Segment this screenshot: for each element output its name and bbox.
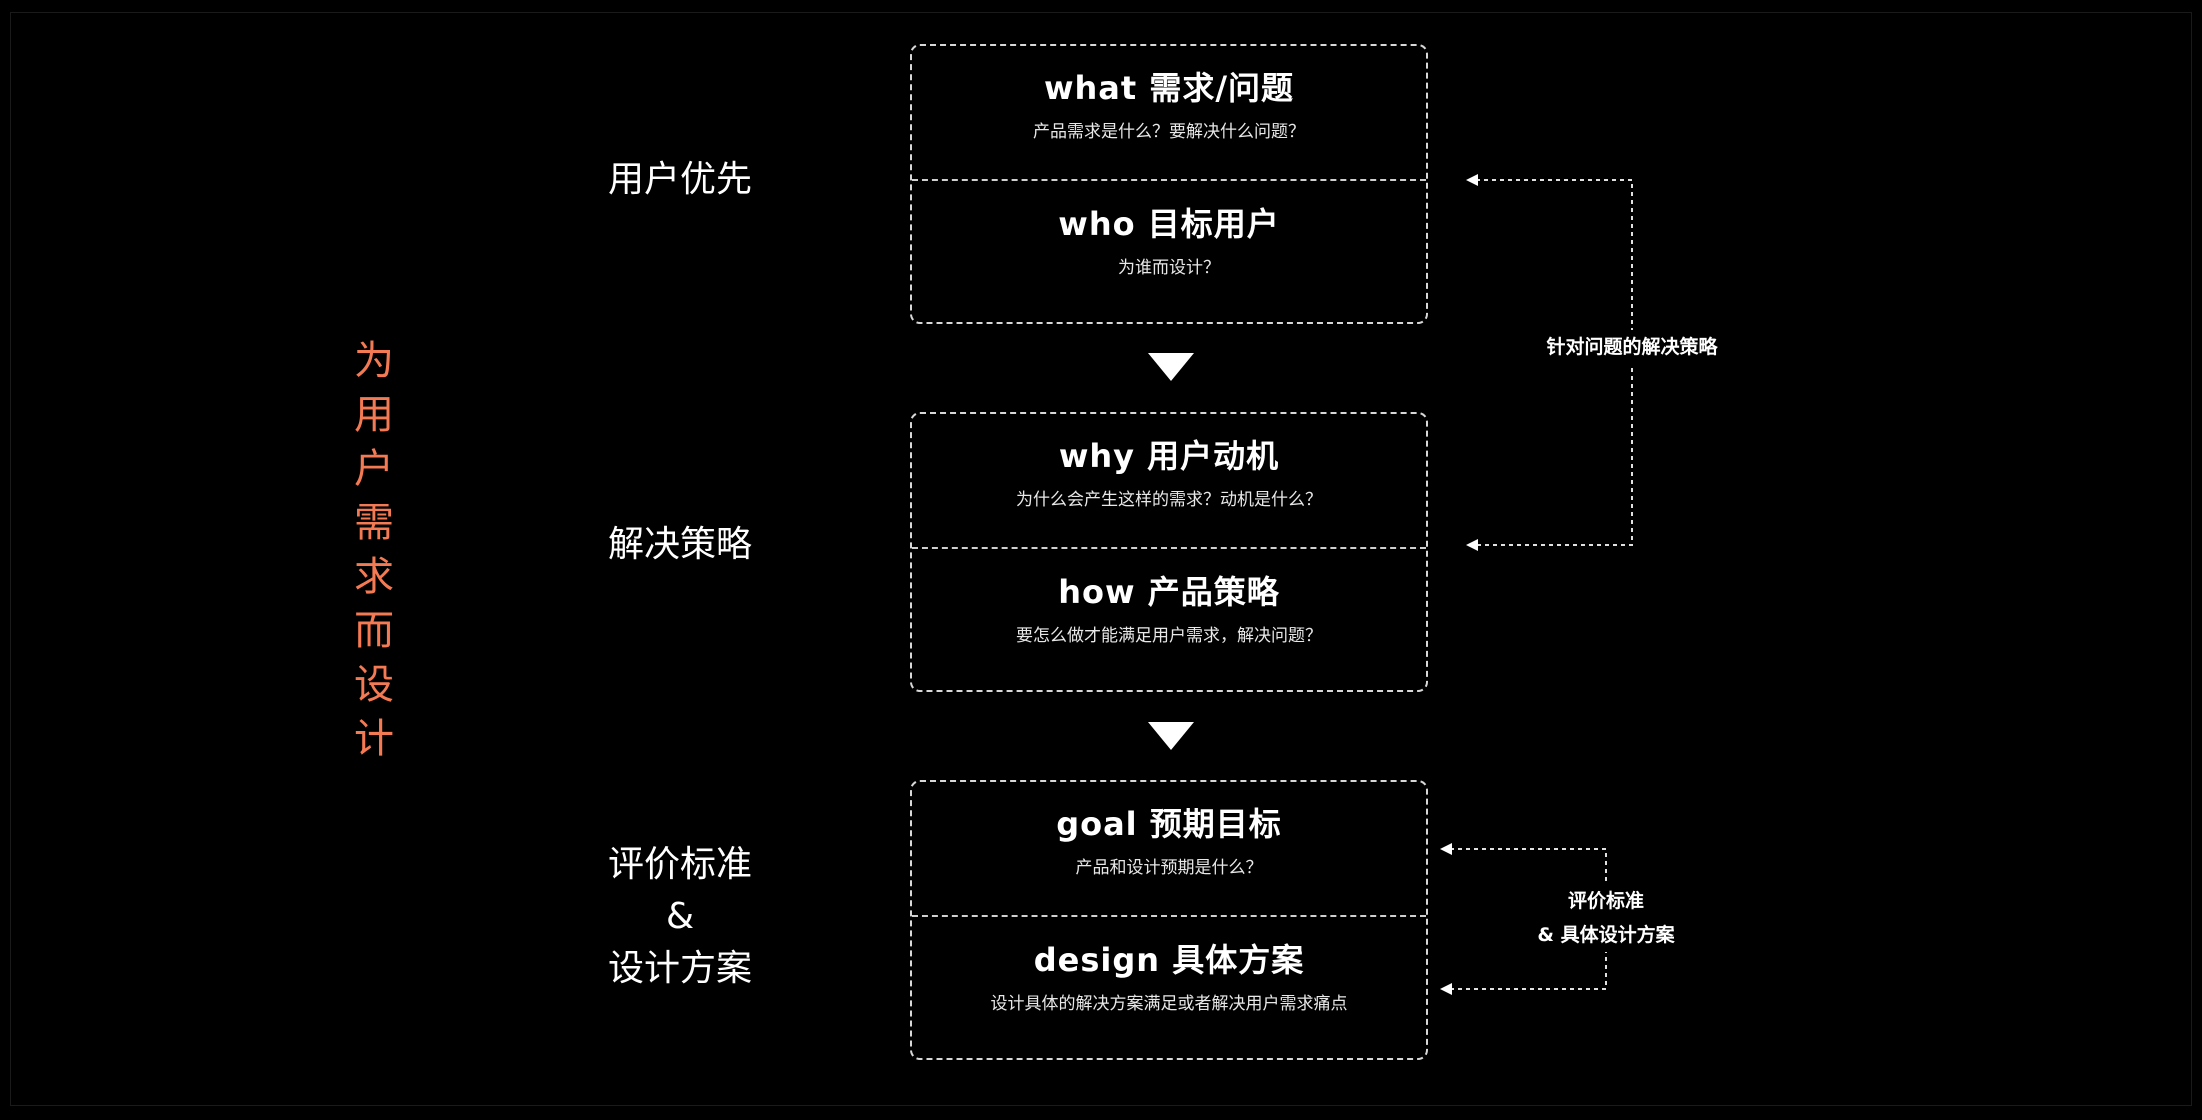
section-title: how 产品策略: [1058, 573, 1280, 611]
section-goal: goal 预期目标 产品和设计预期是什么？: [912, 804, 1426, 880]
section-why: why 用户动机 为什么会产生这样的需求？动机是什么？: [912, 436, 1426, 512]
section-who: who 目标用户 为谁而设计？: [912, 204, 1426, 280]
down-arrow-icon: [1148, 722, 1194, 750]
group-label-criteria-line2: &: [665, 896, 695, 937]
arrow-left-icon: [1466, 539, 1478, 551]
group-label-user-first: 用户优先: [607, 159, 752, 200]
arrow-left-icon: [1440, 843, 1452, 855]
section-title: goal 预期目标: [1056, 805, 1282, 843]
arrow-left-icon: [1466, 174, 1478, 186]
section-title: why 用户动机: [1058, 437, 1280, 475]
section-title: what 需求/问题: [1043, 69, 1295, 107]
box-goal-design: goal 预期目标 产品和设计预期是什么？ design 具体方案 设计具体的解…: [910, 780, 1428, 1060]
section-title: who 目标用户: [1058, 205, 1280, 243]
vertical-title: 为用户需求而设计: [354, 338, 394, 762]
box-what-who: what 需求/问题 产品需求是什么？要解决什么问题？ who 目标用户 为谁而…: [910, 44, 1428, 324]
section-divider: [912, 915, 1426, 917]
section-how: how 产品策略 要怎么做才能满足用户需求，解决问题？: [912, 572, 1426, 648]
down-arrow-icon: [1148, 353, 1194, 381]
section-subtitle: 产品需求是什么？要解决什么问题？: [1033, 122, 1305, 142]
section-subtitle: 产品和设计预期是什么？: [1075, 858, 1263, 878]
section-what: what 需求/问题 产品需求是什么？要解决什么问题？: [912, 68, 1426, 144]
side-label-criteria-line2: & 具体设计方案: [1514, 918, 1698, 952]
slide-frame: [10, 12, 2192, 1106]
group-label-criteria-line3: 设计方案: [607, 948, 752, 989]
section-subtitle: 要怎么做才能满足用户需求，解决问题？: [1016, 626, 1322, 646]
side-label-criteria-line1: 评价标准: [1514, 884, 1698, 918]
section-subtitle: 设计具体的解决方案满足或者解决用户需求痛点: [990, 994, 1348, 1014]
arrow-left-icon: [1440, 983, 1452, 995]
group-label-strategy: 解决策略: [607, 524, 752, 565]
section-divider: [912, 547, 1426, 549]
box-why-how: why 用户动机 为什么会产生这样的需求？动机是什么？ how 产品策略 要怎么…: [910, 412, 1428, 692]
group-label-criteria-line1: 评价标准: [607, 844, 752, 885]
section-subtitle: 为什么会产生这样的需求？动机是什么？: [1016, 490, 1322, 510]
section-design: design 具体方案 设计具体的解决方案满足或者解决用户需求痛点: [912, 940, 1426, 1016]
side-label-strategy-loop: 针对问题的解决策略: [1530, 330, 1734, 364]
section-subtitle: 为谁而设计？: [1118, 258, 1220, 278]
section-divider: [912, 179, 1426, 181]
section-title: design 具体方案: [1033, 941, 1305, 979]
